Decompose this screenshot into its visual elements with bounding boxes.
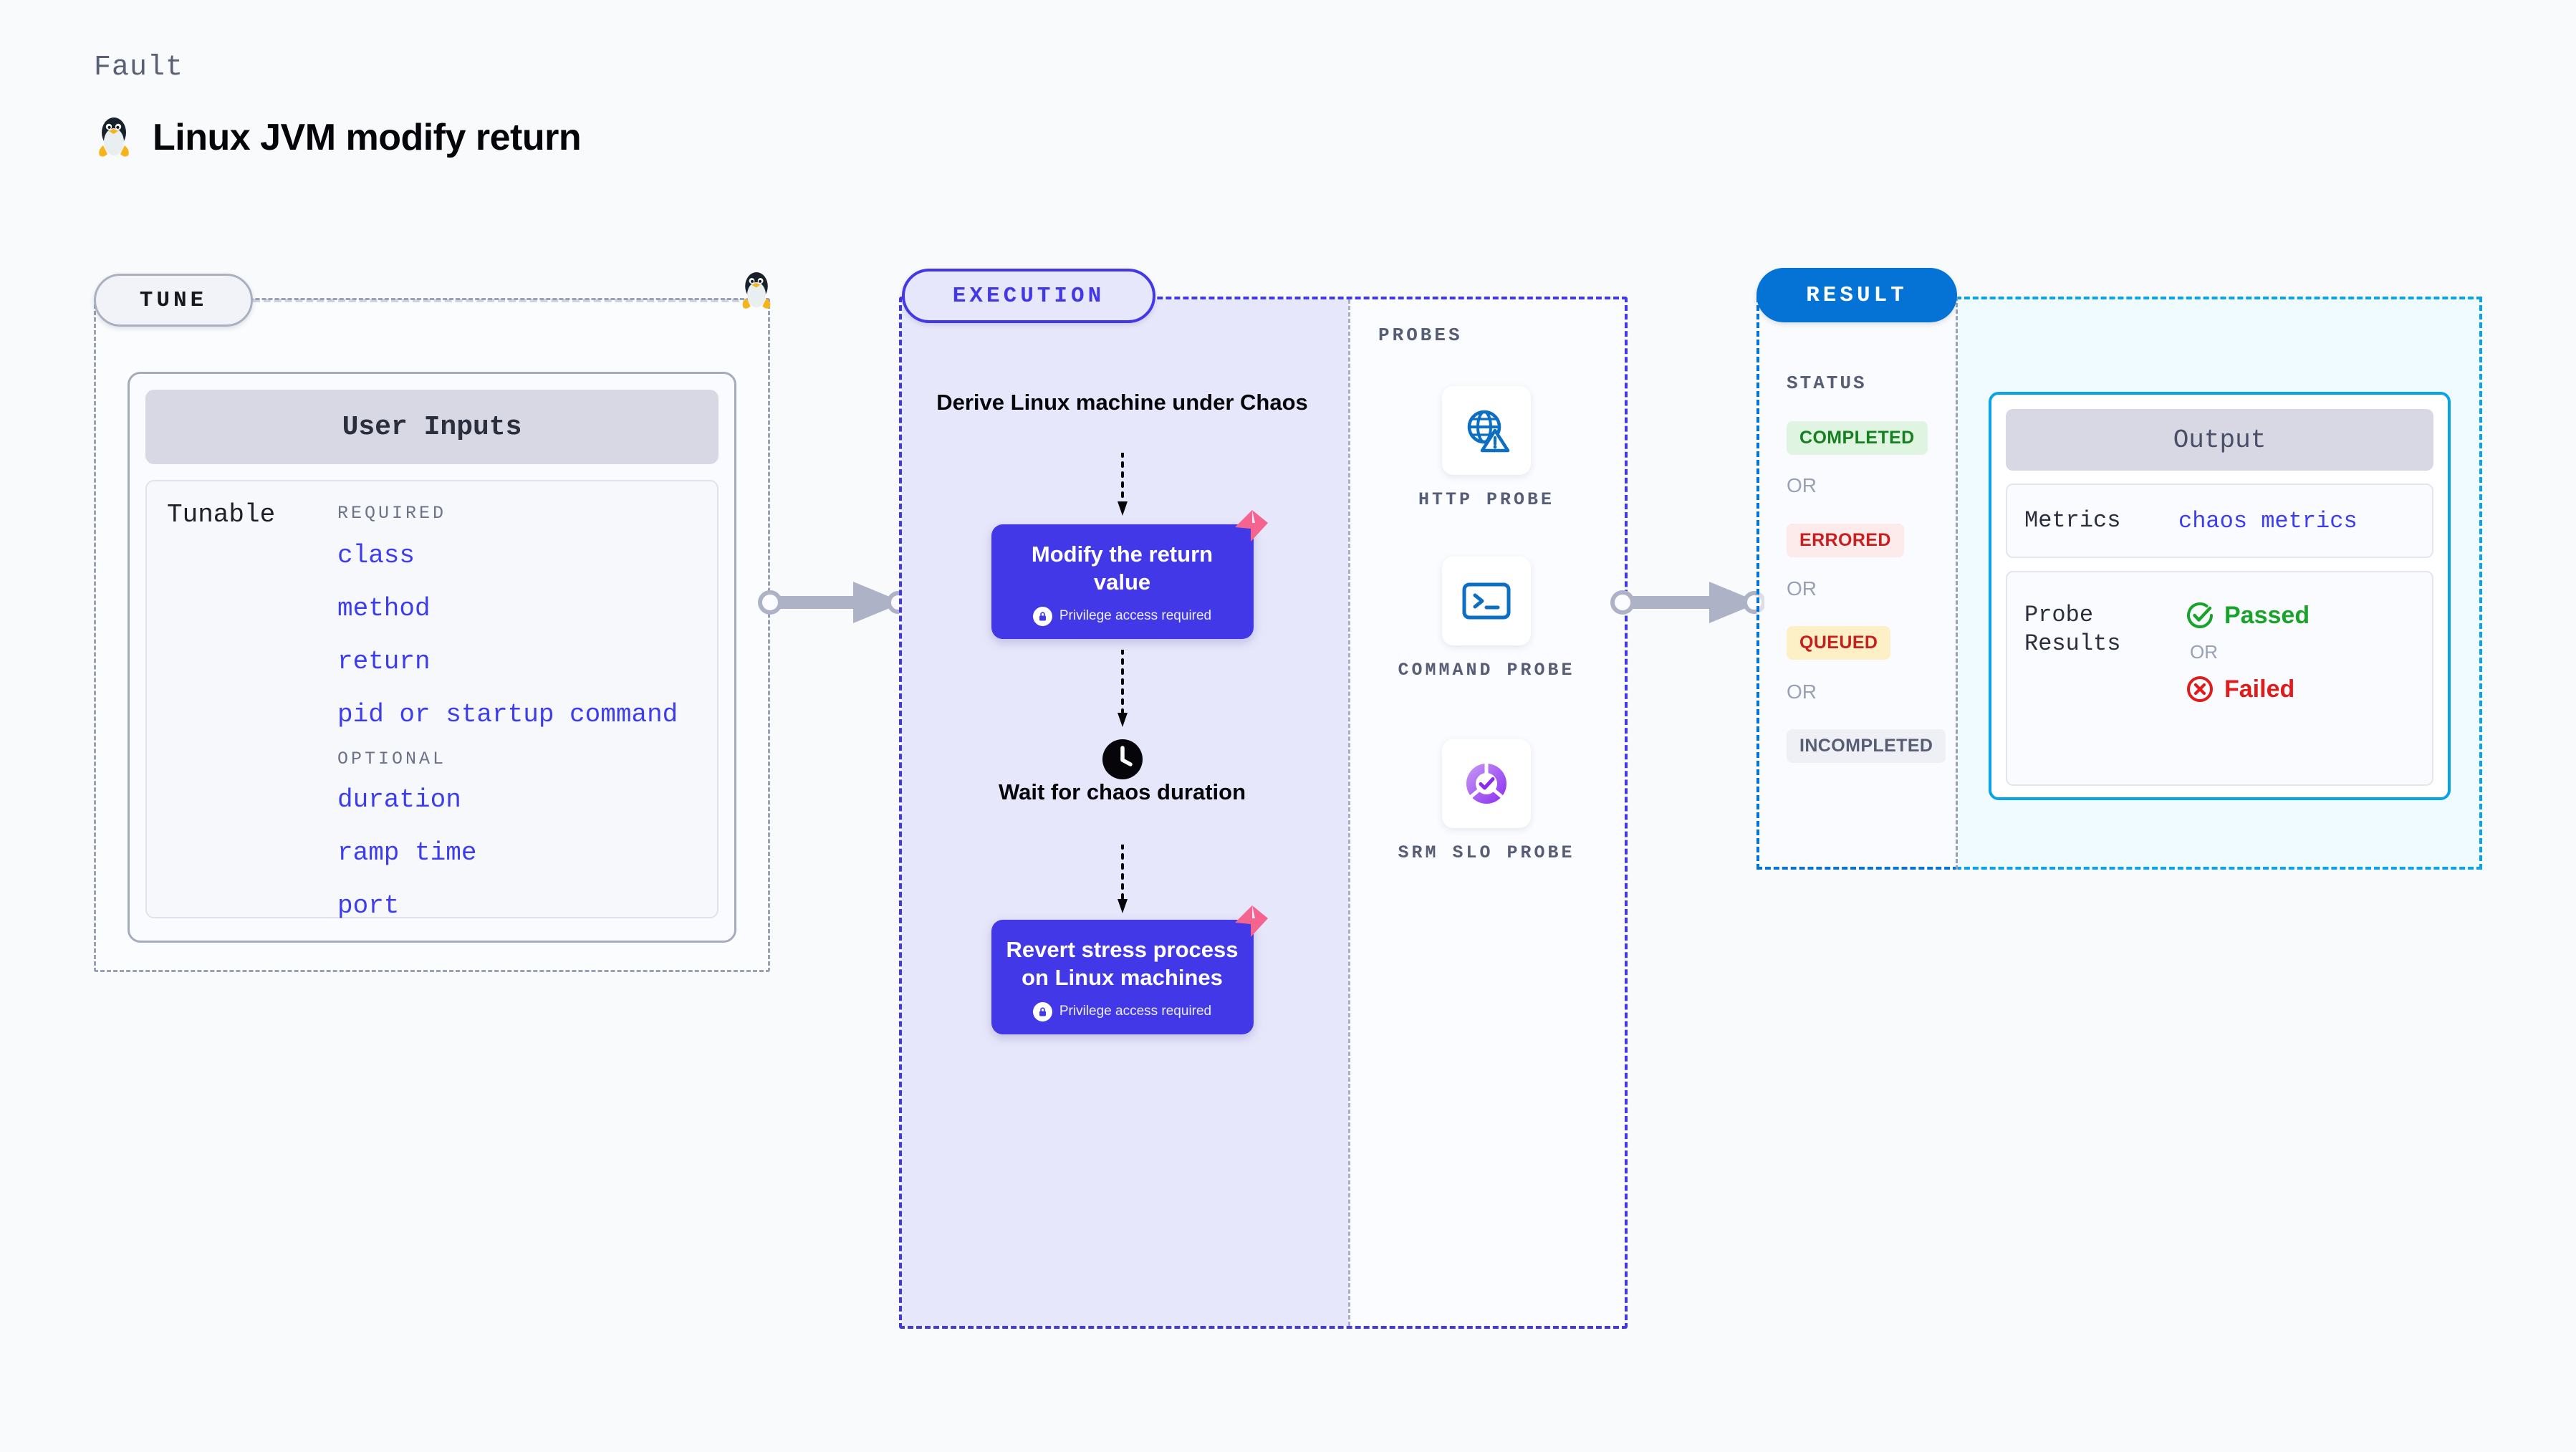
output-title: Output bbox=[2006, 409, 2433, 471]
probe-result-passed-label: Passed bbox=[2224, 601, 2310, 629]
execution-action-revert-stress[interactable]: Revert stress process on Linux machines … bbox=[991, 905, 1268, 1034]
probe-srm-slo-label: SRM SLO PROBE bbox=[1398, 842, 1575, 863]
harness-logo-icon bbox=[1234, 905, 1268, 937]
lock-icon bbox=[1032, 606, 1052, 626]
probe-command[interactable]: COMMAND PROBE bbox=[1393, 557, 1580, 683]
output-metrics-row: Metrics chaos metrics bbox=[2006, 484, 2433, 558]
tunable-param-return[interactable]: return bbox=[337, 647, 431, 676]
execution-step-derive: Derive Linux machine under Chaos bbox=[936, 390, 1308, 415]
check-circle-icon bbox=[2187, 602, 2213, 628]
slo-donut-check-icon bbox=[1442, 739, 1531, 828]
probe-results-key-label: Probe Results bbox=[2024, 602, 2121, 657]
privilege-note-row: Privilege access required bbox=[1004, 1001, 1241, 1021]
connector-execution-to-result bbox=[1610, 582, 1764, 623]
output-card: Output Metrics chaos metrics Probe Resul… bbox=[1989, 392, 2451, 800]
tunable-box: Tunable REQUIRED class method return pid… bbox=[145, 480, 719, 920]
dotted-arrow-icon bbox=[1117, 453, 1128, 516]
privilege-note-text: Privilege access required bbox=[1059, 1004, 1212, 1019]
user-inputs-title: User Inputs bbox=[145, 390, 719, 464]
fault-title-row: Linux JVM modify return bbox=[94, 115, 582, 160]
probe-results-values: Passed OR Failed bbox=[2178, 601, 2432, 784]
execution-flow-column: Derive Linux machine under Chaos Modify … bbox=[899, 297, 1345, 1329]
tunable-param-pid-or-startup-command[interactable]: pid or startup command bbox=[337, 700, 678, 729]
probe-result-passed: Passed bbox=[2186, 601, 2432, 630]
linux-tux-icon bbox=[94, 115, 134, 160]
execution-fill bbox=[902, 299, 1348, 1326]
status-badge-errored: ERRORED bbox=[1787, 524, 1904, 557]
status-or-label: OR bbox=[1787, 577, 1817, 600]
execution-action-modify-title: Modify the return value bbox=[1031, 542, 1213, 595]
status-badge-completed: COMPLETED bbox=[1787, 421, 1928, 455]
metrics-key-label: Metrics bbox=[2024, 507, 2121, 534]
execution-action-modify-return-value[interactable]: Modify the return value Privilege access… bbox=[991, 510, 1268, 639]
execution-step-wait: Wait for chaos duration bbox=[998, 779, 1246, 804]
globe-warning-icon bbox=[1442, 386, 1531, 475]
probe-srm-slo[interactable]: SRM SLO PROBE bbox=[1393, 739, 1580, 865]
privilege-note-row: Privilege access required bbox=[1004, 606, 1241, 626]
tune-section-badge: TUNE bbox=[94, 274, 253, 327]
tunable-param-ramp-time[interactable]: ramp time bbox=[337, 838, 477, 867]
tunable-param-duration[interactable]: duration bbox=[337, 785, 461, 814]
lock-icon bbox=[1032, 1001, 1052, 1021]
result-section-badge: RESULT bbox=[1756, 268, 1957, 322]
status-or-label: OR bbox=[1787, 681, 1817, 703]
tunable-parameter-list: REQUIRED class method return pid or star… bbox=[337, 500, 717, 920]
status-or-label: OR bbox=[1787, 474, 1817, 496]
status-badge-incompleted: INCOMPLETED bbox=[1787, 729, 1946, 763]
probes-label: PROBES bbox=[1378, 324, 1463, 346]
optional-group-header: OPTIONAL bbox=[337, 749, 447, 769]
execution-section-badge: EXECUTION bbox=[902, 269, 1155, 323]
user-inputs-card: User Inputs Tunable REQUIRED class metho… bbox=[128, 372, 736, 943]
dotted-arrow-icon bbox=[1117, 650, 1128, 727]
fault-eyebrow-label: Fault bbox=[94, 52, 184, 84]
metrics-value-link[interactable]: chaos metrics bbox=[2178, 507, 2358, 534]
privilege-note-text: Privilege access required bbox=[1059, 608, 1212, 624]
dotted-arrow-icon bbox=[1117, 845, 1128, 913]
tunable-param-class[interactable]: class bbox=[337, 541, 415, 570]
required-group-header: REQUIRED bbox=[337, 503, 447, 524]
tunable-label: Tunable bbox=[167, 500, 276, 529]
tunable-param-port[interactable]: port bbox=[337, 891, 400, 920]
output-probe-results-row: Probe Results Passed OR Failed bbox=[2006, 571, 2433, 786]
probe-result-failed: Failed bbox=[2186, 675, 2432, 703]
execution-action-revert-title: Revert stress process on Linux machines bbox=[1006, 937, 1239, 991]
result-status-panel bbox=[1756, 297, 1959, 870]
connector-tune-to-execution bbox=[758, 582, 908, 623]
probe-http[interactable]: HTTP PROBE bbox=[1393, 386, 1580, 512]
harness-logo-icon bbox=[1234, 510, 1268, 542]
probe-result-or-label: OR bbox=[2190, 641, 2218, 663]
probe-result-failed-label: Failed bbox=[2224, 675, 2295, 703]
clock-icon bbox=[1102, 739, 1143, 779]
terminal-icon bbox=[1442, 557, 1531, 645]
tunable-param-method[interactable]: method bbox=[337, 594, 431, 623]
probe-http-label: HTTP PROBE bbox=[1418, 489, 1555, 510]
probes-divider bbox=[1348, 299, 1350, 1326]
status-label: STATUS bbox=[1787, 372, 1867, 394]
status-badge-queued: QUEUED bbox=[1787, 626, 1891, 660]
linux-tux-icon-boundary bbox=[738, 269, 775, 316]
page-title: Linux JVM modify return bbox=[153, 117, 582, 158]
x-circle-icon bbox=[2187, 676, 2213, 702]
result-inner-divider bbox=[1956, 297, 1958, 870]
probes-column: PROBES HTTP PROBE COMMAND PROBE bbox=[1345, 297, 1628, 1329]
probe-command-label: COMMAND PROBE bbox=[1398, 660, 1575, 681]
